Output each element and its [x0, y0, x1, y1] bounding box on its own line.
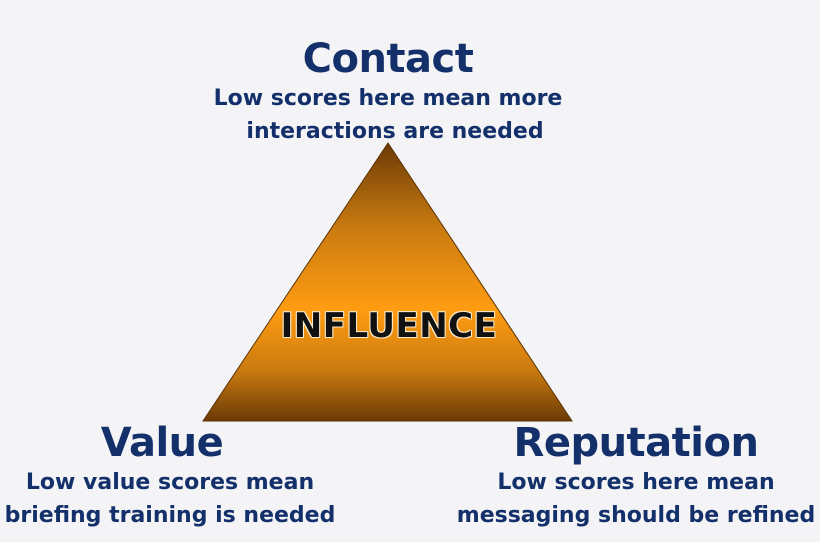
node-contact-desc-line-1: Low scores here mean more: [213, 86, 563, 111]
triangle-shape: [202, 142, 573, 422]
node-value: Value Low value scores mean briefing tra…: [0, 420, 340, 532]
node-value-title: Value: [100, 420, 224, 466]
node-reputation: Reputation Low scores here mean messagin…: [452, 420, 820, 532]
node-contact: Contact Low scores here mean more intera…: [188, 36, 588, 148]
node-contact-desc-line-2: interactions are needed: [246, 119, 544, 144]
node-value-desc-line-1: Low value scores mean: [25, 470, 315, 495]
center-label-influence: INFLUENCE: [280, 306, 498, 346]
node-contact-title: Contact: [302, 36, 474, 82]
node-reputation-title: Reputation: [513, 420, 759, 466]
node-reputation-desc-line-2: messaging should be refined: [456, 503, 816, 528]
node-reputation-desc-line-1: Low scores here mean: [497, 470, 775, 495]
node-value-desc-line-2: briefing training is needed: [4, 503, 336, 528]
